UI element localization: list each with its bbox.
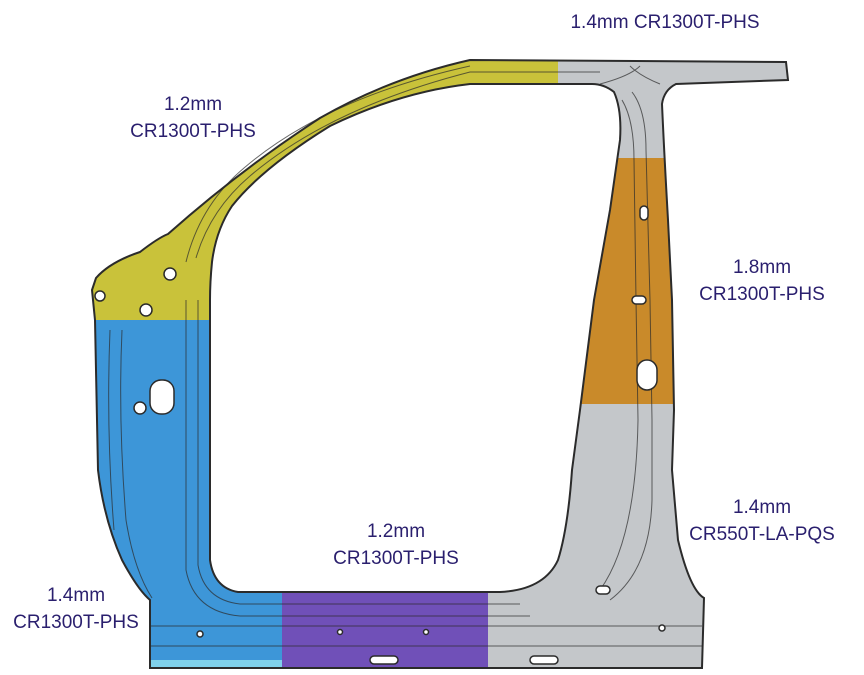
label-line: 1.4mm CR1300T-PHS <box>540 9 790 36</box>
grade-text: CR1300T-PHS <box>699 284 825 305</box>
panel-outline <box>90 58 790 669</box>
hole <box>529 655 559 665</box>
label-rocker-center: 1.2mm CR1300T-PHS <box>318 518 474 572</box>
hole <box>139 303 153 317</box>
thickness-text: 1.8mm <box>732 257 792 278</box>
thickness-text: 1.4mm <box>732 497 792 518</box>
label-b-pillar-upper: 1.8mm CR1300T-PHS <box>684 254 840 308</box>
hole <box>133 401 147 415</box>
grade-text: CR550T-LA-PQS <box>689 524 835 545</box>
hole <box>636 359 658 391</box>
thickness-text: 1.4mm <box>570 12 634 33</box>
grade-text: CR1300T-PHS <box>633 12 760 33</box>
light-blue-rocker-end-section <box>140 660 282 668</box>
hole <box>163 267 177 281</box>
grade-text: CR1300T-PHS <box>130 121 256 142</box>
hole <box>422 628 430 636</box>
hole <box>149 379 175 415</box>
label-a-pillar-lower: 1.4mm CR1300T-PHS <box>0 582 152 636</box>
purple-rocker-section <box>282 580 488 668</box>
grade-text: CR1300T-PHS <box>13 612 139 633</box>
hole <box>369 655 399 665</box>
hole <box>94 290 106 302</box>
panel-contour-lines <box>108 65 702 647</box>
label-a-pillar-upper: 1.2mm CR1300T-PHS <box>118 91 268 145</box>
label-roof-rail-right: 1.4mm CR1300T-PHS <box>540 9 790 36</box>
hole <box>631 295 647 305</box>
hole <box>658 624 666 632</box>
hole <box>639 205 649 221</box>
label-b-pillar-lower: 1.4mm CR550T-LA-PQS <box>670 494 854 548</box>
hole <box>336 628 344 636</box>
hole <box>196 630 204 638</box>
hole <box>595 585 611 595</box>
panel-holes <box>94 205 666 665</box>
thickness-text: 1.2mm <box>163 94 223 115</box>
thickness-text: 1.2mm <box>366 521 426 542</box>
thickness-text: 1.4mm <box>46 585 106 606</box>
grade-text: CR1300T-PHS <box>333 548 459 569</box>
